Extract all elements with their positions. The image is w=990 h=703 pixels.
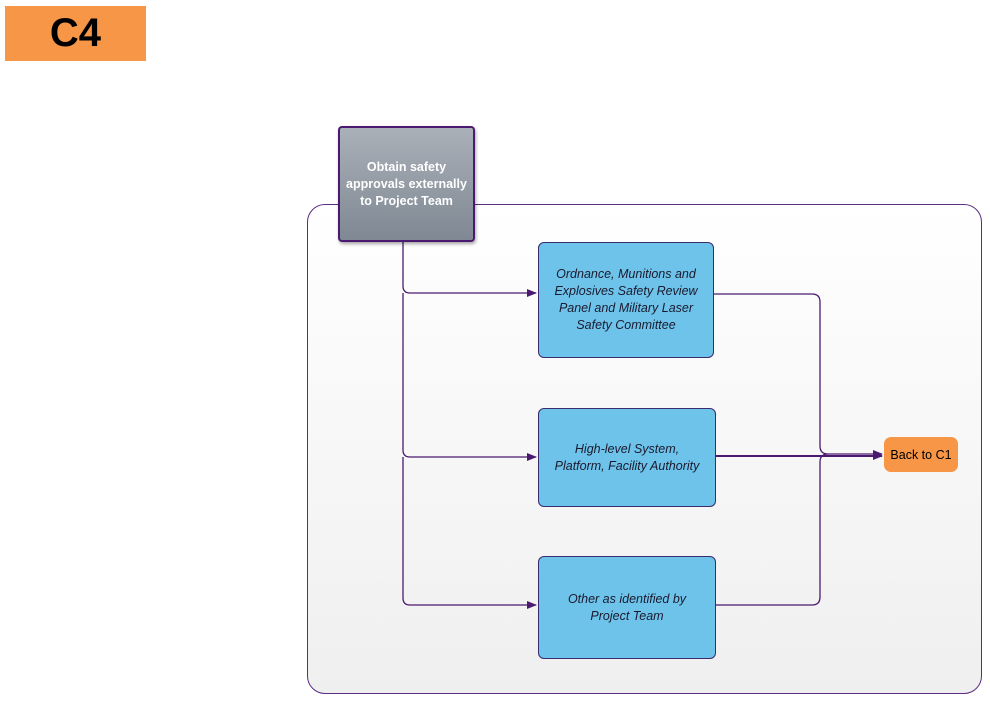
branch-node-system-authority: High-level System, Platform, Facility Au… — [538, 408, 716, 507]
connector-start-to-branch-3 — [402, 457, 537, 609]
branch-node-other: Other as identified by Project Team — [538, 556, 716, 659]
connector-start-to-branch-1 — [402, 242, 537, 297]
branch-node-ordnance-panel: Ordnance, Munitions and Explosives Safet… — [538, 242, 714, 358]
connector-branch-1-to-end — [714, 293, 883, 458]
connector-start-to-branch-2 — [402, 293, 537, 461]
start-node: Obtain safety approvals externally to Pr… — [338, 126, 475, 242]
connector-branch-3-to-end — [716, 453, 829, 606]
back-to-c1-button[interactable]: Back to C1 — [884, 437, 958, 472]
section-badge: C4 — [5, 6, 146, 61]
